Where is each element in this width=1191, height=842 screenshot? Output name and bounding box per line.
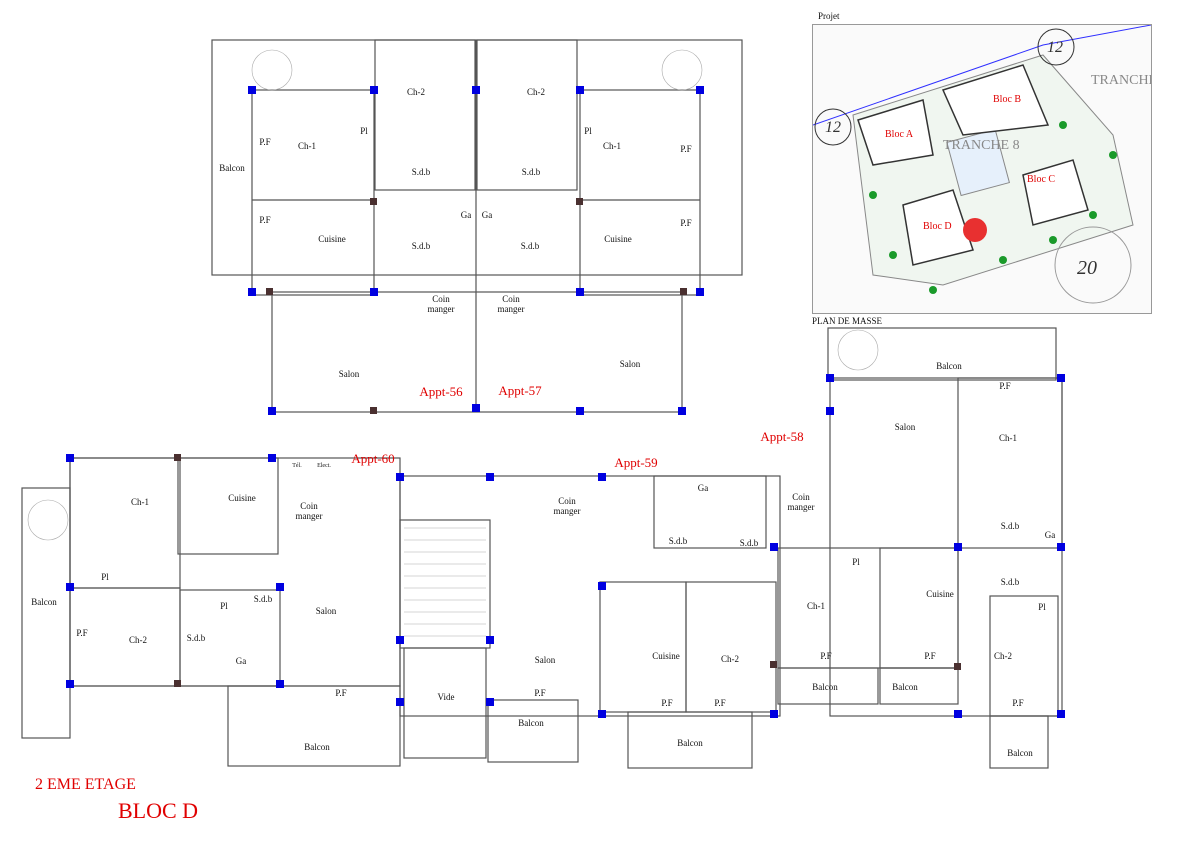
block-title: BLOC D bbox=[118, 798, 199, 823]
room-label: Ch-2 bbox=[527, 87, 545, 97]
room-label: Balcon bbox=[518, 718, 544, 728]
inset-tranche-side: TRANCHE bbox=[1091, 73, 1152, 88]
room-label: P.F bbox=[680, 218, 692, 228]
room-label: S.d.b bbox=[520, 241, 540, 251]
room-label: Salon bbox=[619, 359, 641, 369]
room-label: Coin manger bbox=[787, 492, 815, 512]
room-label: P.F bbox=[259, 215, 271, 225]
room-label: Balcon bbox=[1007, 748, 1033, 758]
apartment-label-57: Appt-57 bbox=[498, 383, 542, 398]
room-label: S.d.b bbox=[521, 167, 541, 177]
room-label: Balcon bbox=[31, 597, 57, 607]
room-label: Tél. bbox=[292, 463, 302, 469]
room-label: Balcon bbox=[677, 738, 703, 748]
room-label: Ch-1 bbox=[807, 601, 825, 611]
room-label: Ga bbox=[697, 483, 709, 493]
room-label: P.F bbox=[76, 628, 88, 638]
room-label: P.F bbox=[335, 688, 347, 698]
room-label: Coin manger bbox=[497, 294, 525, 314]
room-label: Ch-2 bbox=[994, 651, 1012, 661]
room-label: Ch-1 bbox=[131, 497, 149, 507]
room-label: Pl bbox=[852, 557, 860, 567]
room-label: P.F bbox=[661, 698, 673, 708]
room-label: Cuisine bbox=[926, 589, 954, 599]
room-label: Ga bbox=[481, 210, 493, 220]
room-label: S.d.b bbox=[668, 536, 688, 546]
room-label: Ch-2 bbox=[721, 654, 739, 664]
room-label: P.F bbox=[924, 651, 936, 661]
room-label: S.d.b bbox=[1000, 577, 1020, 587]
room-label: Pl bbox=[360, 126, 368, 136]
inset-lot-number: 20 bbox=[1077, 257, 1097, 279]
apartment-label-60: Appt-60 bbox=[351, 451, 395, 466]
room-label: P.F bbox=[680, 144, 692, 154]
room-label: Pl bbox=[220, 601, 228, 611]
room-label: Pl bbox=[1038, 602, 1046, 612]
inset-bloc-a: Bloc A bbox=[885, 129, 914, 140]
room-label: Salon bbox=[338, 369, 360, 379]
room-label: Balcon bbox=[304, 742, 330, 752]
structural-columns bbox=[66, 86, 1065, 718]
room-label: Balcon bbox=[812, 682, 838, 692]
room-label: P.F bbox=[820, 651, 832, 661]
room-label: S.d.b bbox=[186, 633, 206, 643]
room-label: Ch-1 bbox=[603, 141, 621, 151]
room-label: Vide bbox=[437, 692, 455, 702]
room-label: Salon bbox=[315, 606, 337, 616]
floor-title: 2 EME ETAGE bbox=[35, 776, 136, 793]
inset-lot-number: 12 bbox=[825, 119, 841, 136]
apartment-label-56: Appt-56 bbox=[419, 384, 463, 399]
room-label: Balcon bbox=[219, 163, 245, 173]
room-label: S.d.b bbox=[411, 167, 431, 177]
room-label: Cuisine bbox=[318, 234, 346, 244]
room-label: Salon bbox=[894, 422, 916, 432]
room-label: S.d.b bbox=[739, 538, 759, 548]
inset-lot-number: 12 bbox=[1047, 39, 1063, 56]
room-label: Balcon bbox=[892, 682, 918, 692]
room-label: S.d.b bbox=[411, 241, 431, 251]
room-label: Ch-2 bbox=[129, 635, 147, 645]
room-label: Coin manger bbox=[295, 501, 323, 521]
room-label: Coin manger bbox=[427, 294, 455, 314]
room-label: Ga bbox=[235, 656, 247, 666]
room-label: Pl bbox=[101, 572, 109, 582]
room-label: Cuisine bbox=[228, 493, 256, 503]
room-label: Pl bbox=[584, 126, 592, 136]
room-label: Ch-1 bbox=[999, 433, 1017, 443]
inset-bloc-b: Bloc B bbox=[993, 94, 1022, 105]
room-label: Ga bbox=[460, 210, 472, 220]
inset-tranche-main: TRANCHE 8 bbox=[943, 138, 1020, 153]
apartment-label-59: Appt-59 bbox=[614, 455, 658, 470]
apartment-label-58: Appt-58 bbox=[760, 429, 804, 444]
site-plan-inset: Bloc A Bloc B Bloc C Bloc D TRANCHE 8 TR… bbox=[812, 24, 1152, 314]
room-label: Elect. bbox=[317, 463, 331, 469]
site-plan-drawing bbox=[813, 25, 1151, 304]
inset-bloc-d: Bloc D bbox=[923, 221, 952, 232]
inset-bloc-c: Bloc C bbox=[1027, 174, 1056, 185]
room-label: Cuisine bbox=[652, 651, 680, 661]
room-label: P.F bbox=[999, 381, 1011, 391]
room-label: P.F bbox=[534, 688, 546, 698]
room-label: Ch-1 bbox=[298, 141, 316, 151]
inset-project-label: Projet bbox=[818, 11, 840, 21]
room-label: Ga bbox=[1044, 530, 1056, 540]
room-label: Cuisine bbox=[604, 234, 632, 244]
room-label: P.F bbox=[259, 137, 271, 147]
room-label: Salon bbox=[534, 655, 556, 665]
room-label: P.F bbox=[714, 698, 726, 708]
inset-caption: PLAN DE MASSE bbox=[812, 316, 883, 326]
room-label: Ch-2 bbox=[407, 87, 425, 97]
room-label: S.d.b bbox=[253, 594, 273, 604]
room-label: Balcon bbox=[936, 361, 962, 371]
room-label: S.d.b bbox=[1000, 521, 1020, 531]
room-label: P.F bbox=[1012, 698, 1024, 708]
room-label: Coin manger bbox=[553, 496, 581, 516]
